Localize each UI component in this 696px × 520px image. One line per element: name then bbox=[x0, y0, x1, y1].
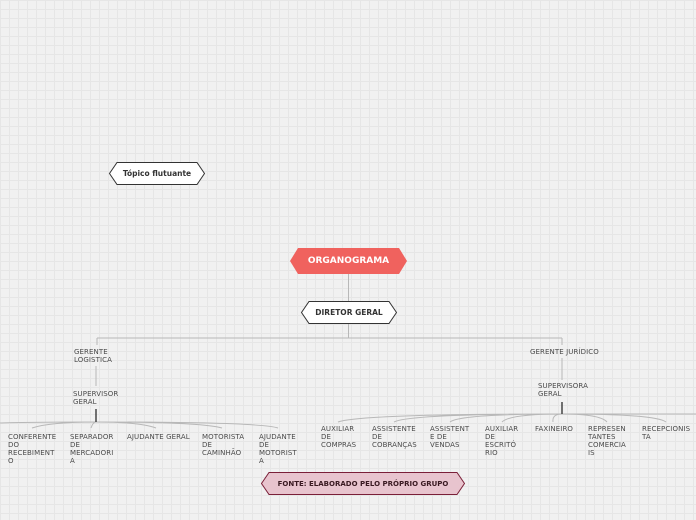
source-note-node[interactable]: FONTE: ELABORADO PELO PRÓPRIO GRUPO bbox=[260, 472, 466, 495]
source-note-label: FONTE: ELABORADO PELO PRÓPRIO GRUPO bbox=[277, 479, 449, 488]
director-shape bbox=[300, 301, 398, 324]
staff-receptionist[interactable]: RECEPCIONIS TA bbox=[642, 425, 691, 441]
logistics-supervisor-label[interactable]: SUPERVISOR GERAL bbox=[73, 390, 119, 406]
staff-truck-driver[interactable]: MOTORISTA DE CAMINHÃO bbox=[202, 433, 245, 457]
legal-supervisor-label[interactable]: SUPERVISORA GERAL bbox=[538, 382, 588, 398]
director-label: DIRETOR GERAL bbox=[315, 308, 383, 317]
source-note-shape bbox=[260, 472, 466, 495]
staff-sales-assistant[interactable]: ASSISTENT E DE VENDAS bbox=[430, 425, 470, 449]
root-label: ORGANOGRAMA bbox=[307, 256, 390, 266]
connector-left-staff bbox=[0, 421, 279, 429]
logistics-manager-label[interactable]: GERENTE LOGISTICA bbox=[74, 348, 113, 364]
staff-goods-separator[interactable]: SEPARADOR DE MERCADORI A bbox=[70, 433, 114, 465]
connector-right-staff bbox=[337, 413, 696, 423]
floating-topic-label: Tópico flutuante bbox=[122, 169, 192, 178]
legal-manager-label[interactable]: GERENTE JURÍDICO bbox=[530, 348, 599, 356]
staff-office-assistant[interactable]: AUXILIAR DE ESCRITÓ RIO bbox=[485, 425, 519, 457]
staff-collections-assistant[interactable]: ASSISTENTE DE COBRANÇAS bbox=[372, 425, 417, 449]
connector-director-branches bbox=[96, 323, 563, 345]
staff-cleaner[interactable]: FAXINEIRO bbox=[535, 425, 574, 433]
root-shape bbox=[290, 248, 407, 274]
staff-purchasing-assistant[interactable]: AUXILIAR DE COMPRAS bbox=[321, 425, 357, 449]
director-node[interactable]: DIRETOR GERAL bbox=[300, 301, 398, 324]
staff-receiving-checker[interactable]: CONFERENTE DO RECEBIMENT O bbox=[8, 433, 57, 465]
floating-topic-shape bbox=[108, 162, 206, 185]
staff-general-helper[interactable]: AJUDANTE GERAL bbox=[127, 433, 190, 441]
staff-driver-helper[interactable]: AJUDANTE DE MOTORIST A bbox=[259, 433, 297, 465]
staff-sales-representatives[interactable]: REPRESEN TANTES COMERCIA IS bbox=[588, 425, 626, 457]
floating-topic-node[interactable]: Tópico flutuante bbox=[108, 162, 206, 185]
root-node[interactable]: ORGANOGRAMA bbox=[290, 248, 407, 274]
